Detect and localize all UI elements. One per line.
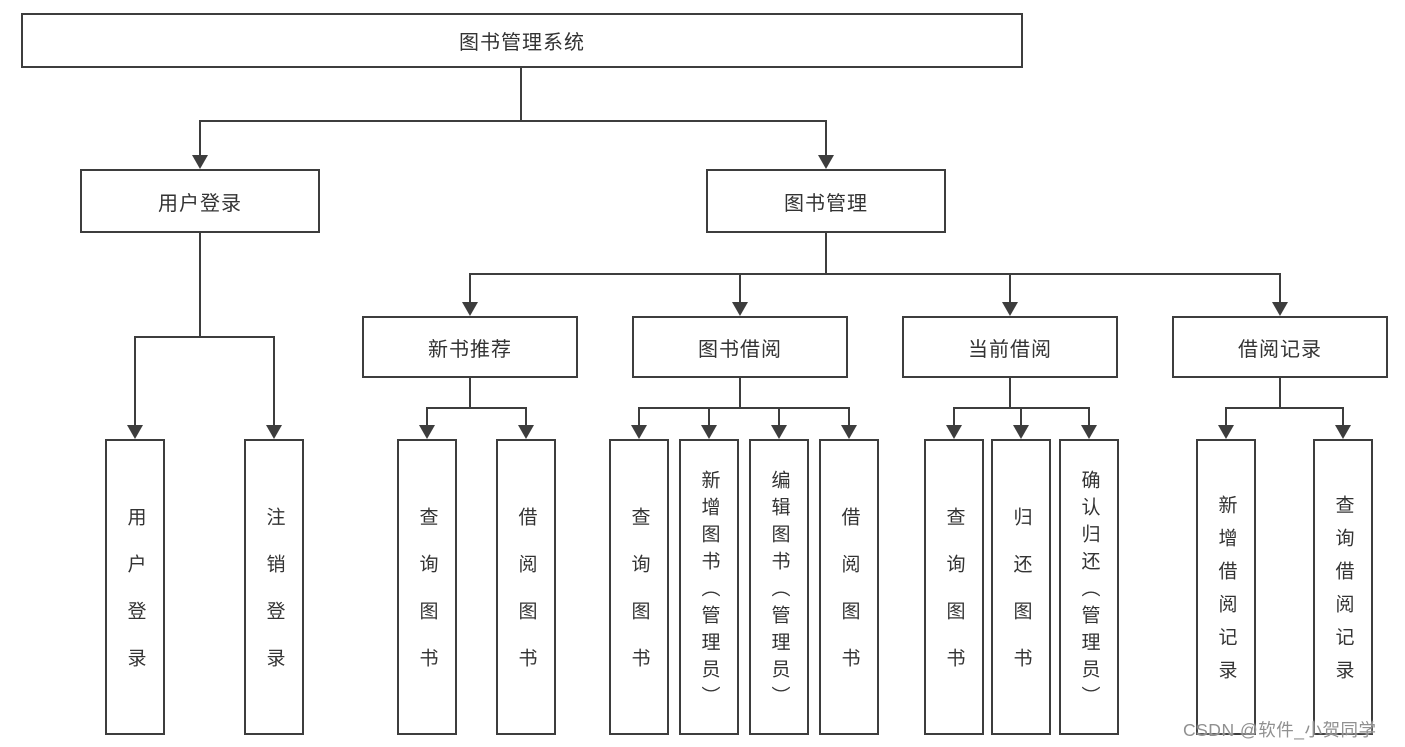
node-root-label: 图书管理系统: [459, 32, 585, 54]
arrow-down-icon: [818, 155, 834, 169]
node-book-borrowing-label: 图书借阅: [698, 338, 782, 361]
connector-line: [1020, 407, 1022, 425]
arrow-down-icon: [518, 425, 534, 439]
connector-line: [1088, 407, 1090, 425]
leaf-edit-books-admin-label: 编辑图书（管理员）: [768, 469, 790, 713]
leaf-recommend-borrow-books: 借阅图书: [496, 439, 556, 735]
arrow-down-icon: [1002, 302, 1018, 316]
node-user-login-label: 用户登录: [158, 192, 242, 215]
node-current-borrowing: 当前借阅: [902, 316, 1118, 378]
leaf-add-borrow-record: 新增借阅记录: [1196, 439, 1256, 735]
leaf-borrow-books: 借阅图书: [819, 439, 879, 735]
connector-line: [708, 407, 710, 425]
leaf-recommend-search-books: 查询图书: [397, 439, 457, 735]
connector-line: [953, 407, 955, 425]
arrow-down-icon: [841, 425, 857, 439]
leaf-edit-books-admin: 编辑图书（管理员）: [749, 439, 809, 735]
leaf-borrow-search-books-label: 查询图书: [628, 507, 650, 695]
connector-line: [1279, 378, 1281, 407]
connector-line: [848, 407, 850, 425]
arrow-down-icon: [1218, 425, 1234, 439]
arrow-down-icon: [1081, 425, 1097, 439]
arrow-down-icon: [127, 425, 143, 439]
connector-line: [1009, 273, 1011, 302]
connector-line: [825, 233, 827, 273]
connector-line: [199, 120, 201, 155]
arrow-down-icon: [266, 425, 282, 439]
connector-line: [1342, 407, 1344, 425]
node-current-borrowing-label: 当前借阅: [968, 338, 1052, 361]
watermark: CSDN @软件_小贺同学: [1183, 720, 1377, 740]
leaf-current-search-books-label: 查询图书: [943, 507, 965, 695]
arrow-down-icon: [192, 155, 208, 169]
arrow-down-icon: [701, 425, 717, 439]
node-book-borrowing: 图书借阅: [632, 316, 848, 378]
leaf-add-books-admin: 新增图书（管理员）: [679, 439, 739, 735]
leaf-return-books-label: 归还图书: [1010, 507, 1032, 695]
connector-line: [638, 407, 640, 425]
connector-line: [1225, 407, 1343, 409]
connector-line: [199, 233, 201, 336]
connector-line: [134, 336, 136, 425]
leaf-recommend-search-books-label: 查询图书: [416, 507, 438, 695]
connector-line: [1279, 273, 1281, 302]
leaf-confirm-return-admin-label: 确认归还（管理员）: [1078, 469, 1100, 713]
node-book-management-label: 图书管理: [784, 192, 868, 215]
connector-line: [273, 336, 275, 425]
leaf-current-search-books: 查询图书: [924, 439, 984, 735]
connector-line: [525, 407, 527, 425]
connector-line: [199, 120, 827, 122]
connector-line: [520, 68, 522, 120]
arrow-down-icon: [1335, 425, 1351, 439]
leaf-add-books-admin-label: 新增图书（管理员）: [698, 469, 720, 713]
leaf-user-login: 用户登录: [105, 439, 165, 735]
connector-line: [469, 378, 471, 407]
arrow-down-icon: [631, 425, 647, 439]
node-user-login: 用户登录: [80, 169, 320, 233]
connector-line: [638, 407, 850, 409]
arrow-down-icon: [1272, 302, 1288, 316]
node-root: 图书管理系统: [21, 13, 1023, 68]
connector-line: [469, 273, 1281, 275]
leaf-add-borrow-record-label: 新增借阅记录: [1215, 495, 1237, 693]
arrow-down-icon: [946, 425, 962, 439]
arrow-down-icon: [462, 302, 478, 316]
arrow-down-icon: [1013, 425, 1029, 439]
leaf-return-books: 归还图书: [991, 439, 1051, 735]
leaf-borrow-search-books: 查询图书: [609, 439, 669, 735]
connector-line: [778, 407, 780, 425]
leaf-confirm-return-admin: 确认归还（管理员）: [1059, 439, 1119, 735]
connector-line: [1009, 378, 1011, 407]
leaf-search-borrow-record: 查询借阅记录: [1313, 439, 1373, 735]
leaf-search-borrow-record-label: 查询借阅记录: [1332, 495, 1354, 693]
leaf-logout: 注销登录: [244, 439, 304, 735]
leaf-logout-label: 注销登录: [263, 507, 285, 695]
leaf-user-login-label: 用户登录: [124, 507, 146, 695]
arrow-down-icon: [732, 302, 748, 316]
node-book-management: 图书管理: [706, 169, 946, 233]
arrow-down-icon: [419, 425, 435, 439]
connector-line: [469, 273, 471, 302]
connector-line: [134, 336, 275, 338]
connector-line: [426, 407, 428, 425]
connector-line: [739, 378, 741, 407]
arrow-down-icon: [771, 425, 787, 439]
connector-line: [426, 407, 527, 409]
leaf-recommend-borrow-books-label: 借阅图书: [515, 507, 537, 695]
node-new-book-recommend: 新书推荐: [362, 316, 578, 378]
connector-line: [739, 273, 741, 302]
node-new-book-recommend-label: 新书推荐: [428, 338, 512, 361]
connector-line: [825, 120, 827, 155]
node-borrowing-records-label: 借阅记录: [1238, 338, 1322, 361]
leaf-borrow-books-label: 借阅图书: [838, 507, 860, 695]
node-borrowing-records: 借阅记录: [1172, 316, 1388, 378]
connector-line: [1225, 407, 1227, 425]
